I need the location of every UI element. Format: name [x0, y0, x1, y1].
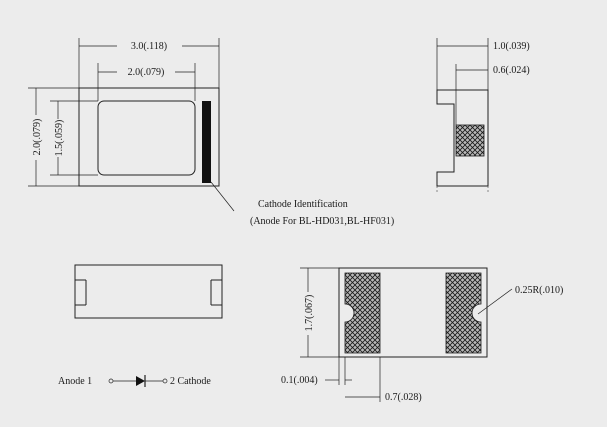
- height-dim-label: 2.0(.079): [32, 119, 43, 156]
- lens-window: [97, 100, 196, 176]
- bottom-height-dimension: 1.7(.067): [300, 267, 339, 358]
- inner-height-dimension: 1.5(.059): [50, 100, 98, 176]
- pad-dimension: 0.6(.024): [455, 64, 530, 125]
- inner-height-dim-label: 1.5(.059): [54, 120, 65, 157]
- diode-schematic: Anode 1 2 Cathode: [58, 375, 211, 387]
- cathode-label: 2 Cathode: [170, 376, 211, 387]
- side-lead: [455, 124, 485, 157]
- front-view: [74, 264, 223, 319]
- anode-label: Anode 1: [58, 376, 92, 387]
- diode-symbol-icon: [136, 376, 145, 386]
- width-dim-label: 3.0(.118): [131, 41, 167, 52]
- thickness-dimension: 1.0(.039): [436, 38, 530, 90]
- callout-line-2: (Anode For BL-HD031,BL-HF031): [250, 216, 394, 227]
- radius-dim-label: 0.25R(.010): [515, 285, 563, 296]
- gap-dim-label: 0.1(.004): [281, 375, 318, 386]
- inner-width-dim-label: 2.0(.079): [128, 67, 165, 78]
- callout-line-1: Cathode Identification: [258, 199, 348, 210]
- inner-width-dimension: 2.0(.079): [97, 63, 196, 101]
- gap-dimension: 0.1(.004): [281, 357, 352, 386]
- cathode-pad: [445, 272, 482, 354]
- package-outline: [78, 87, 220, 187]
- top-view: 3.0(.118) 2.0(.079) 2.0(.079) 1.5(.059): [28, 38, 220, 187]
- radius-callout: 0.25R(.010): [477, 285, 563, 315]
- thickness-dim-label: 1.0(.039): [493, 41, 530, 52]
- bottom-height-dim-label: 1.7(.067): [304, 295, 315, 332]
- height-dimension: 2.0(.079): [28, 87, 79, 187]
- cathode-mark: [202, 101, 211, 183]
- bottom-outline: [338, 267, 488, 358]
- side-view: 1.0(.039) 0.6(.024): [436, 38, 530, 192]
- width-dimension: 3.0(.118): [78, 38, 220, 88]
- pad-width-dim-label: 0.7(.028): [385, 392, 422, 403]
- pad-dim-label: 0.6(.024): [493, 65, 530, 76]
- anode-pad: [344, 272, 381, 354]
- front-profile: [74, 264, 223, 319]
- cathode-callout: Cathode Identification (Anode For BL-HD0…: [210, 181, 394, 227]
- pad-width-dimension: 0.7(.028): [345, 357, 422, 403]
- side-profile: [436, 89, 489, 187]
- bottom-view: 1.7(.067) 0.25R(.010) 0.1(.004) 0.7(.028…: [281, 267, 563, 403]
